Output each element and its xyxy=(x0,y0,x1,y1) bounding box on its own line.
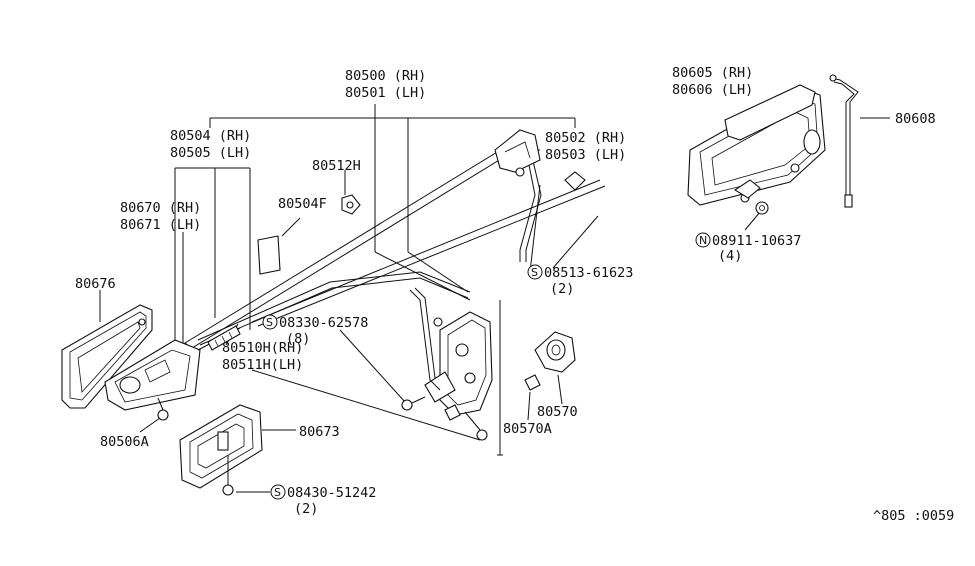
key-cylinder-80570 xyxy=(524,331,576,391)
label-80503: 80503 (LH) xyxy=(545,147,626,163)
label-80505: 80505 (LH) xyxy=(170,145,251,161)
clip-80512h xyxy=(341,194,361,215)
label-80510h: 80510H(RH) xyxy=(222,340,303,356)
label-80670: 80670 (RH) xyxy=(120,200,201,216)
nut-symbol-08911: N xyxy=(695,232,711,248)
lock-rods xyxy=(184,134,606,349)
leader-lines xyxy=(99,104,890,493)
label-08513: 08513-61623 xyxy=(544,265,633,281)
screw-s-icon: S xyxy=(274,486,281,499)
label-08430: 08430-51242 xyxy=(287,485,376,501)
nut-08911 xyxy=(755,201,769,215)
outside-handle-80605 xyxy=(687,84,826,206)
label-80504: 80504 (RH) xyxy=(170,128,251,144)
part-labels: 80500 (RH) 80501 (LH) 80504 (RH) 80505 (… xyxy=(75,65,954,524)
label-80502: 80502 (RH) xyxy=(545,130,626,146)
label-80606: 80606 (LH) xyxy=(672,82,753,98)
screw-symbol-08513: S xyxy=(527,264,543,280)
label-80512h: 80512H xyxy=(312,158,361,174)
label-80511h: 80511H(LH) xyxy=(222,357,303,373)
label-08330: 08330-62578 xyxy=(279,315,368,331)
screw-s-icon: S xyxy=(531,266,538,279)
bezel-80676 xyxy=(61,304,153,409)
label-80504f: 80504F xyxy=(278,196,327,212)
screw-08330 xyxy=(401,396,426,411)
label-80605: 80605 (RH) xyxy=(672,65,753,81)
inside-handle-80670 xyxy=(104,325,241,411)
screw-symbol-08330: S xyxy=(262,314,278,330)
label-80570a: 80570A xyxy=(503,421,552,437)
screw-s-icon: S xyxy=(266,316,273,329)
label-08430-qty: (2) xyxy=(294,501,318,517)
escutcheon-80673 xyxy=(179,404,263,489)
label-80671: 80671 (LH) xyxy=(120,217,201,233)
label-80676: 80676 xyxy=(75,276,116,292)
label-80673: 80673 xyxy=(299,424,340,440)
diagram-code: ^805 :0059 xyxy=(873,508,954,524)
nut-n-icon: N xyxy=(699,234,707,247)
screw-symbol-08430: S xyxy=(270,484,286,500)
screw-08430 xyxy=(222,455,234,496)
screw-80506a xyxy=(157,397,169,421)
label-08911: 08911-10637 xyxy=(712,233,801,249)
label-80506a: 80506A xyxy=(100,434,149,450)
label-80501: 80501 (LH) xyxy=(345,85,426,101)
label-08513-qty: (2) xyxy=(550,281,574,297)
rod-80608 xyxy=(829,74,859,208)
label-80608: 80608 xyxy=(895,111,936,127)
bracket-80502 xyxy=(494,129,586,191)
label-08911-qty: (4) xyxy=(718,248,742,264)
door-lock-assembly xyxy=(409,287,493,441)
label-80570: 80570 xyxy=(537,404,578,420)
label-08330-qty: (8) xyxy=(286,331,310,347)
label-80500: 80500 (RH) xyxy=(345,68,426,84)
pad-80504f xyxy=(257,235,281,275)
